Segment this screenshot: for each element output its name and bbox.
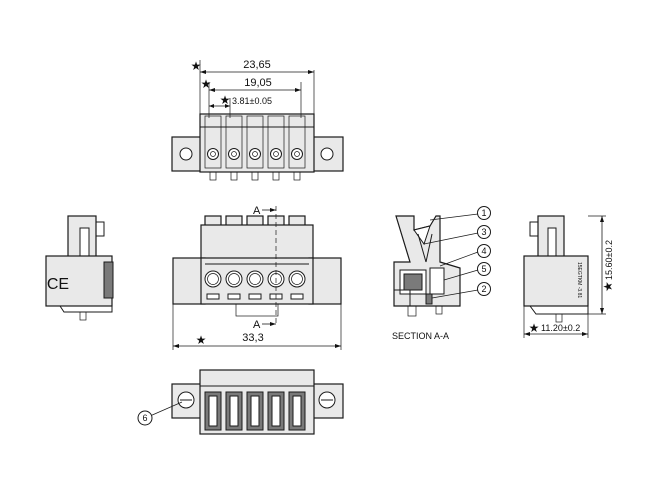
- critical-mark-total-length: ★: [196, 333, 207, 347]
- dim-total-length: 33,3: [242, 332, 263, 344]
- section-view: SECTION A-A 1 3 4 5 2: [392, 206, 491, 341]
- callout-2: [477, 282, 491, 296]
- front-dimension: ★ 33,3: [172, 304, 342, 350]
- top-dimensions: 23,65 ★ 19,05 ★ ★ 3.81±0.05: [191, 59, 315, 118]
- top-pin-columns: [204, 115, 306, 169]
- bottom-view: 6: [137, 369, 344, 435]
- svg-text:1: 1: [481, 208, 486, 218]
- section-marker-bottom: A: [253, 319, 261, 331]
- svg-text:5: 5: [481, 264, 486, 274]
- top-flange-hole-left: [179, 147, 193, 161]
- callout-3: [477, 225, 491, 239]
- dim-pitch: 3.81±0.05: [232, 96, 272, 106]
- dim-pin-span: 19,05: [244, 77, 272, 89]
- callout-4: [477, 244, 491, 258]
- callout-5: [477, 262, 491, 276]
- top-housing: [199, 113, 315, 173]
- top-pins: [209, 171, 301, 181]
- front-flange-right: [308, 257, 342, 305]
- ce-mark: CE: [47, 276, 69, 293]
- top-flange-hole-right: [320, 147, 334, 161]
- dim-height: 15.60±0.2: [604, 240, 614, 280]
- section-caption: SECTION A-A: [392, 331, 449, 341]
- side-marking: 15EGTKM -3.81: [576, 262, 582, 298]
- front-flange-left: [172, 257, 206, 305]
- front-view: A A: [172, 205, 342, 331]
- right-side-view: 15EGTKM -3.81 ★ 15.60±0.2 ★ 11.20±0.2: [523, 215, 615, 338]
- critical-mark-overall-width: ★: [191, 59, 202, 73]
- critical-mark-pin-span: ★: [201, 77, 212, 91]
- dim-depth: 11.20±0.2: [541, 323, 580, 333]
- svg-text:6: 6: [142, 413, 147, 423]
- svg-text:4: 4: [481, 246, 486, 256]
- critical-mark-pitch: ★: [220, 93, 231, 107]
- bottom-cavities: [204, 391, 306, 431]
- dim-overall-width: 23,65: [243, 59, 271, 71]
- svg-text:2: 2: [481, 284, 486, 294]
- callout-1: [477, 206, 491, 220]
- svg-text:3: 3: [481, 227, 486, 237]
- top-view: [171, 113, 344, 181]
- callout-6: [137, 410, 153, 426]
- critical-mark-height: ★: [601, 281, 615, 292]
- critical-mark-depth: ★: [529, 321, 540, 335]
- top-screws: [207, 148, 303, 160]
- left-side-view: CE: [45, 215, 114, 321]
- section-marker-top: A: [253, 205, 261, 217]
- front-screw-heads: [204, 270, 306, 288]
- section-callouts: 1 3 4 5 2: [423, 206, 491, 299]
